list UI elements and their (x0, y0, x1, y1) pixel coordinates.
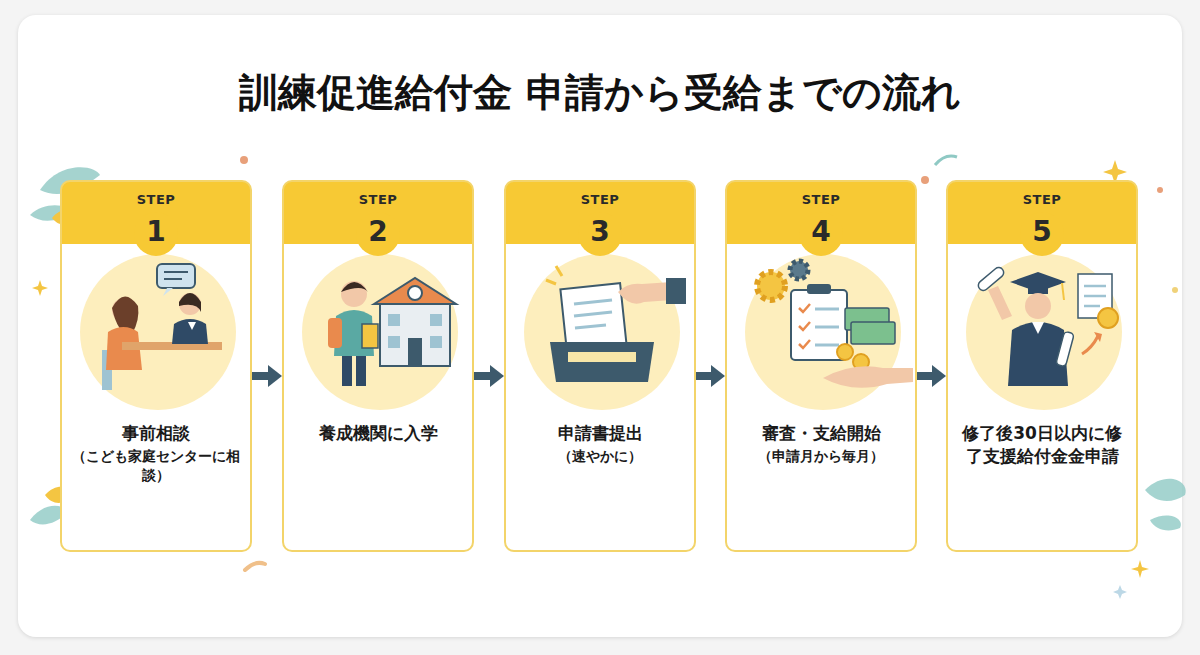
step-number: 2 (356, 212, 400, 256)
flow-arrow (917, 365, 946, 387)
step-number: 3 (578, 212, 622, 256)
flow-arrow (474, 365, 504, 387)
step-title: 申請書提出 (548, 422, 653, 445)
process-box: STEP2 養成機関に入学 (282, 180, 474, 552)
step-title: 養成機関に入学 (309, 422, 448, 445)
step-label: STEP (359, 192, 398, 212)
diagram-title: 訓練促進給付金 申請から受給までの流れ (0, 66, 1200, 120)
step-note: （速やかに） (550, 447, 650, 466)
step-note: （こども家庭センターに相談） (62, 447, 250, 485)
step-number: 5 (1020, 212, 1064, 256)
process-box: STEP5 修了後30日以内に修了支援給付金金申請 (946, 180, 1138, 552)
step-label: STEP (581, 192, 620, 212)
step-number: 1 (134, 212, 178, 256)
step-note: （申請月から毎月） (750, 447, 892, 466)
step-title: 修了後30日以内に修了支援給付金金申請 (948, 422, 1136, 468)
step-title: 審査・支給開始 (752, 422, 891, 445)
step-label: STEP (137, 192, 176, 212)
flow-arrow (252, 365, 282, 387)
process-box: STEP3 申請書提出 （速やかに） (504, 180, 696, 552)
step-label: STEP (802, 192, 841, 212)
step-label: STEP (1023, 192, 1062, 212)
flow-arrow (696, 365, 725, 387)
process-box: STEP1 事前相談（こども家庭センターに相談） (60, 180, 252, 552)
step-number: 4 (799, 212, 843, 256)
step-title: 事前相談 (112, 422, 200, 445)
process-box: STEP4 審査・支給開始 （申請月から毎月） (725, 180, 917, 552)
